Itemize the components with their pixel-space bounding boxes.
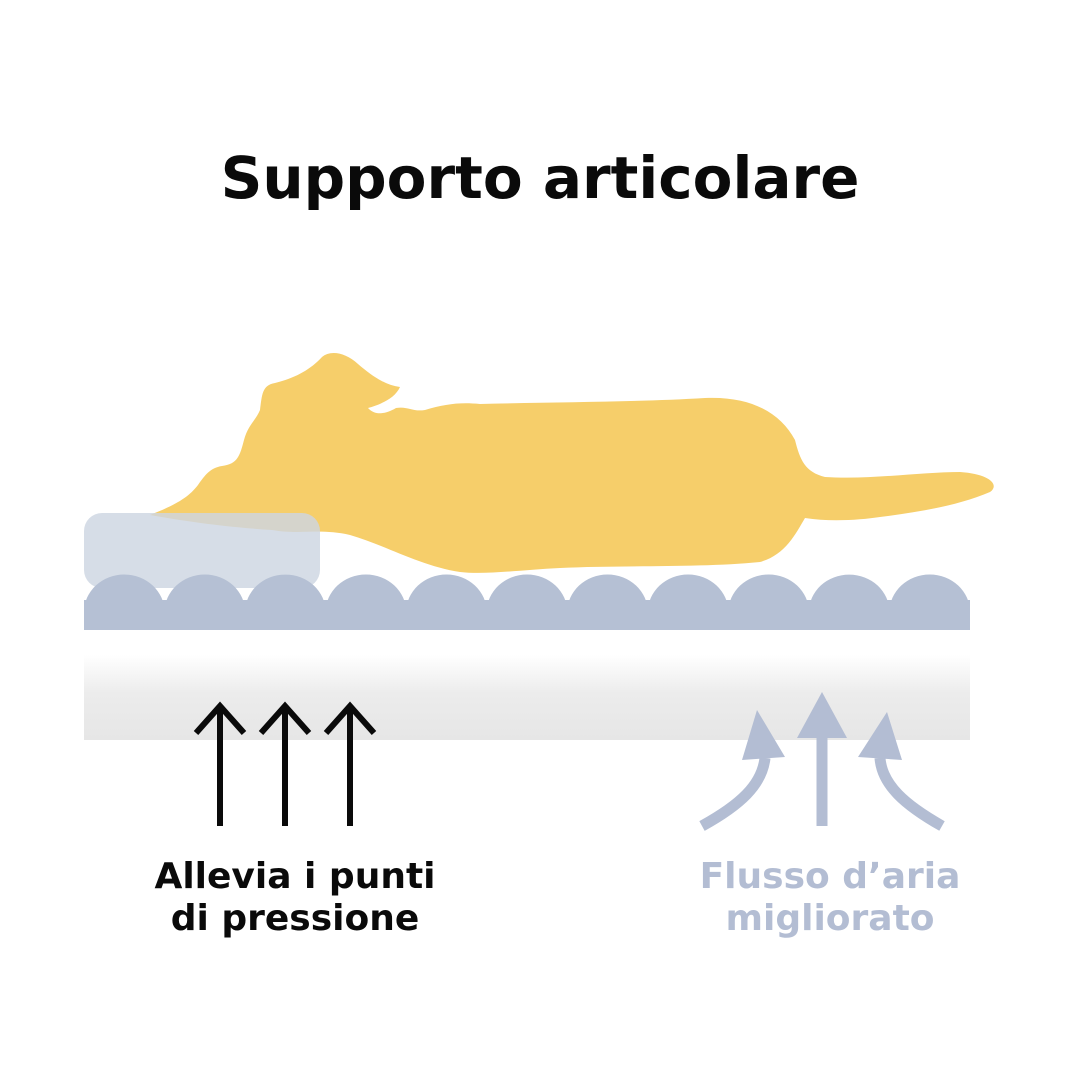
curved-arrow-left-icon (699, 710, 785, 831)
caption-line: Flusso d’aria (699, 856, 961, 897)
up-arrow-icon (323, 701, 377, 826)
airflow-caption: Flusso d’aria migliorato (680, 856, 980, 940)
head-pillow (84, 513, 320, 588)
curved-arrow-right-icon (858, 712, 945, 831)
up-arrow-icon (193, 701, 247, 826)
up-arrow-icon (258, 701, 312, 826)
up-arrow-icon (797, 692, 847, 826)
dog-silhouette (150, 352, 994, 573)
caption-line: Allevia i punti (154, 856, 436, 897)
diagram-title: Supporto articolare (220, 144, 860, 212)
caption-line: migliorato (725, 898, 935, 939)
pressure-arrows (193, 701, 377, 826)
foam-cushion-layer (84, 574, 970, 630)
pressure-relief-caption: Allevia i punti di pressione (130, 856, 460, 940)
caption-line: di pressione (170, 898, 420, 939)
airflow-arrows (699, 692, 945, 831)
